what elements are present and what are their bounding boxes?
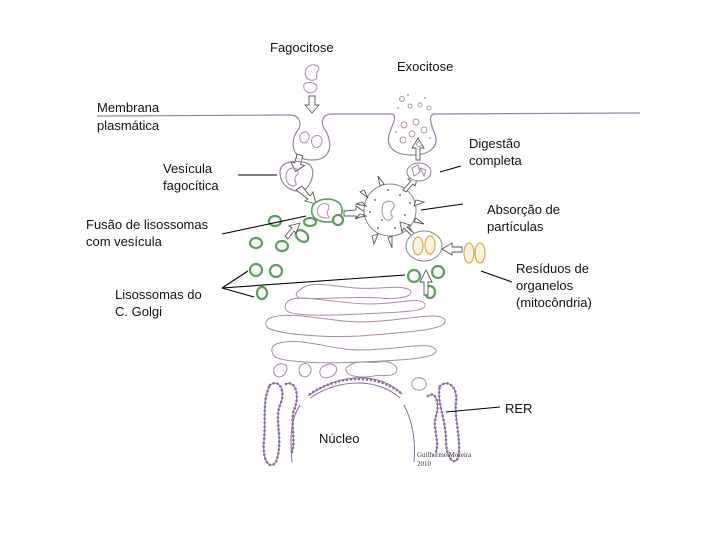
label-fusao-1: Fusão de lisossomas: [86, 217, 209, 232]
plasma-membrane: [96, 112, 641, 161]
label-membrana-1: Membrana: [97, 100, 160, 115]
signature-name: Guilherme Moreira: [417, 451, 472, 459]
label-fusao-2: com vesícula: [86, 234, 163, 249]
label-fagocitose: Fagocitose: [270, 40, 334, 55]
label-vesicula-1: Vesícula: [163, 161, 213, 176]
fusion-vesicle: [302, 198, 345, 228]
label-vesicula-2: fagocítica: [163, 178, 219, 193]
label-absorcao-1: Absorção de: [487, 202, 560, 217]
arrow-icon: [284, 222, 301, 240]
label-digestao-1: Digestão: [469, 136, 520, 151]
label-lisossomas-1: Lisossomas do: [115, 287, 202, 302]
nuclear-envelope: [290, 377, 415, 463]
label-absorcao-2: partículas: [487, 219, 544, 234]
arrow-icon: [399, 221, 416, 237]
residual-body: [405, 230, 443, 262]
label-membrana-2: plasmática: [97, 118, 160, 133]
signature-year: 2010: [417, 460, 432, 468]
label-nucleo: Núcleo: [319, 431, 359, 446]
digestion-complete-vesicle: [406, 162, 432, 182]
leader-lines: [221, 165, 513, 413]
arrow-icon: [304, 95, 320, 114]
label-lisossomas-2: C. Golgi: [115, 304, 162, 319]
exocytosis-vesicle-content: [399, 96, 432, 147]
golgi-apparatus: [265, 283, 446, 391]
phagocytic-vesicle: [279, 160, 314, 192]
rough-endoplasmic-reticulum: [262, 382, 461, 467]
label-digestao-2: completa: [469, 153, 523, 168]
arrow-icon: [419, 268, 433, 296]
label-residuos-3: (mitocôndria): [516, 295, 592, 310]
arrow-icon: [295, 185, 317, 205]
label-residuos-1: Resíduos de: [516, 261, 589, 276]
label-rer: RER: [505, 401, 532, 416]
arrow-icon: [441, 242, 463, 256]
label-residuos-2: organelos: [516, 278, 574, 293]
particle-outside: [303, 64, 320, 94]
label-exocitose: Exocitose: [397, 59, 453, 74]
mitochondria: [463, 242, 486, 264]
